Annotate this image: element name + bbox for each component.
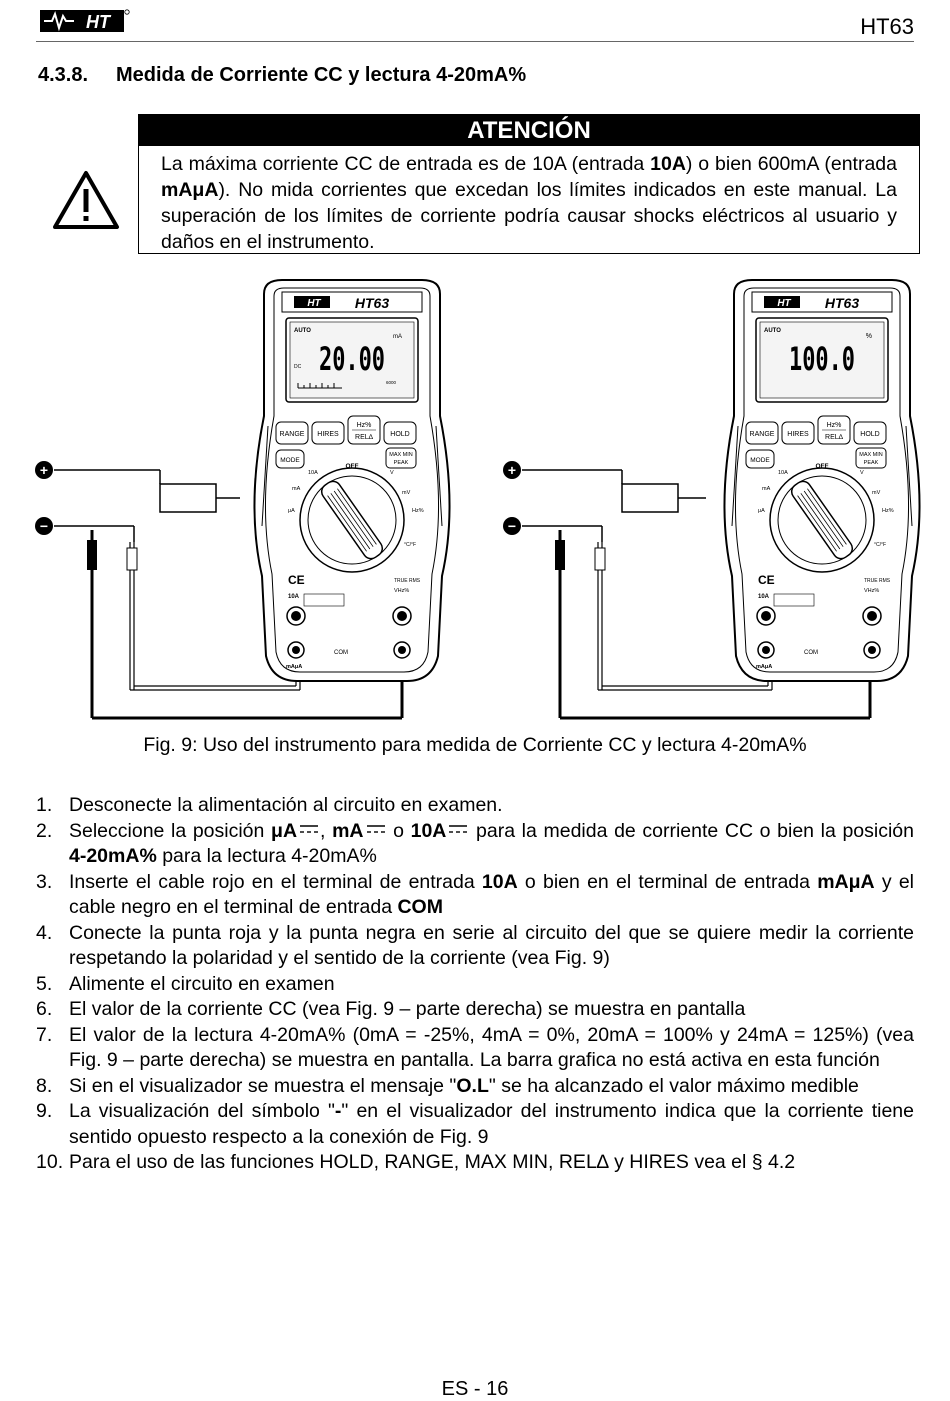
load-box-right <box>621 483 679 513</box>
page-number: ES - 16 <box>441 1378 509 1400</box>
meter-right-dial-off: OFF <box>816 463 829 470</box>
meter-right-dial-10a: 10A <box>778 470 788 476</box>
section-heading: 4.3.8. Medida de Corriente CC y lectura 4… <box>38 64 526 87</box>
warning-title: ATENCIÓN <box>139 115 919 146</box>
meter-left-rel-button: REL∆ <box>355 434 374 441</box>
meter-right-dial-v: V <box>860 470 864 476</box>
dc-symbol-icon <box>366 824 385 833</box>
meter-left-dial-10a: 10A <box>308 470 318 476</box>
meter-left-dial-mv: mV <box>402 490 411 496</box>
meter-left-terminal-com: COM <box>334 650 348 656</box>
figure-9-diagram: CE + − <box>35 279 921 720</box>
meter-left-dial-hz: Hz% <box>412 508 424 514</box>
polarity-plus-right: + <box>508 462 516 478</box>
meter-left-model: HT63 <box>355 295 389 311</box>
polarity-minus-left: − <box>40 518 48 534</box>
meter-right-maxmin-button: MAX MIN <box>859 452 883 458</box>
dc-symbol-icon <box>449 824 468 833</box>
meter-left-unit: mA <box>393 334 402 340</box>
meter-right-dial-ua: μA <box>758 508 765 514</box>
meter-right-auto: AUTO <box>764 328 781 334</box>
header-divider <box>36 41 914 42</box>
meter-right-terminal-com: COM <box>804 650 818 656</box>
list-item: 9.La visualización del símbolo "-" en el… <box>36 1100 915 1148</box>
left-circuit: + − <box>35 461 404 720</box>
meter-left-terminal-mauA: mAμA <box>286 664 302 670</box>
figure-caption: Fig. 9: Uso del instrumento para medida … <box>143 734 807 756</box>
meter-right-range-button: RANGE <box>750 431 775 438</box>
meter-left-hold-button: HOLD <box>390 431 409 438</box>
meter-left-dc: DC <box>294 364 302 370</box>
meter-right-terminal-mauA: mAμA <box>756 664 772 670</box>
meter-left-labels: HT HT63 AUTO mA DC 20.00 6000 RANGE HIRE… <box>280 295 424 670</box>
warning-box: ATENCIÓN La máxima corriente CC de entra… <box>138 114 920 254</box>
meter-left-dial-ma: mA <box>292 486 301 492</box>
warning-triangle-icon <box>53 171 119 229</box>
meter-left-auto: AUTO <box>294 328 311 334</box>
meter-left-dial-off: OFF <box>346 463 359 470</box>
list-item: 3.Inserte el cable rojo en el terminal d… <box>36 870 915 919</box>
meter-right-dial-ma: mA <box>762 486 771 492</box>
meter-left-dial-v: V <box>390 470 394 476</box>
meter-right-mode-button: MODE <box>750 457 770 464</box>
meter-left-true-rms: TRUE RMS <box>394 578 421 584</box>
section-title: Medida de Corriente CC y lectura 4-20mA% <box>116 64 527 86</box>
meter-right-terminal-10a: 10A <box>758 594 770 600</box>
meter-left-dial-ua: μA <box>288 508 295 514</box>
meter-left-terminal-10a: 10A <box>288 594 300 600</box>
list-item: 6.El valor de la corriente CC (vea Fig. … <box>36 998 746 1020</box>
meter-right-hires-button: HIRES <box>787 431 809 438</box>
list-item: 8.Si en el visualizador se muestra el me… <box>36 1074 859 1097</box>
meter-left-brand: HT <box>307 298 321 309</box>
dc-symbol-icon <box>300 824 319 833</box>
meter-right-model: HT63 <box>825 295 859 311</box>
ht-logo: HT <box>40 9 130 32</box>
list-item: 4.Conecte la punta roja y la punta negra… <box>36 921 914 970</box>
list-item: 5.Alimente el circuito en examen <box>36 972 335 995</box>
meter-left-dial-temp: °C/°F <box>404 542 416 548</box>
procedure-list: 1.Desconecte la alimentación al circuito… <box>36 793 914 1176</box>
model-label: HT63 <box>860 14 914 39</box>
logo-text: HT <box>86 12 112 32</box>
polarity-minus-right: − <box>508 518 516 534</box>
meter-left-hires-button: HIRES <box>317 431 339 438</box>
meter-right-unit: % <box>866 333 872 340</box>
meter-left-hz-button: Hz% <box>357 422 372 429</box>
meter-right-brand: HT <box>777 298 791 309</box>
meter-right-dial-hz: Hz% <box>882 508 894 514</box>
meter-right-reading: 100.0 <box>789 340 855 378</box>
meter-left-terminal-v: VHz% <box>394 588 409 594</box>
list-item: 10.Para el uso de las funciones HOLD, RA… <box>36 1151 796 1173</box>
meter-left-maxmin-button: MAX MIN <box>389 452 413 458</box>
section-number: 4.3.8. <box>38 64 89 86</box>
meter-right-dial-mv: mV <box>872 490 881 496</box>
meter-left-range-button: RANGE <box>280 431 305 438</box>
meter-right-rel-button: REL∆ <box>825 434 844 441</box>
meter-left-peak-label: PEAK <box>394 460 409 466</box>
warning-text: La máxima corriente CC de entrada es de … <box>161 153 897 253</box>
meter-right-terminal-v: VHz% <box>864 588 879 594</box>
meter-right-labels: HT HT63 AUTO % 100.0 RANGE HIRES Hz% REL… <box>750 295 894 670</box>
meter-right-hz-button: Hz% <box>827 422 842 429</box>
meter-right-true-rms: TRUE RMS <box>864 578 891 584</box>
meter-right-peak-label: PEAK <box>864 460 879 466</box>
load-box-left <box>159 483 217 513</box>
meter-right-hold-button: HOLD <box>860 431 879 438</box>
list-item: 2.Seleccione la posición μA, mA o 10A pa… <box>36 819 914 868</box>
meter-right-dial-temp: °C/°F <box>874 542 886 548</box>
list-item: 7.El valor de la lectura 4-20mA% (0mA = … <box>36 1023 914 1072</box>
meter-left-bargraph <box>297 383 342 389</box>
list-item: 1.Desconecte la alimentación al circuito… <box>36 794 503 816</box>
meter-left-reading: 20.00 <box>319 340 385 378</box>
polarity-plus-left: + <box>40 462 48 478</box>
meter-left-range: 6000 <box>386 380 397 385</box>
meter-left-mode-button: MODE <box>280 457 300 464</box>
